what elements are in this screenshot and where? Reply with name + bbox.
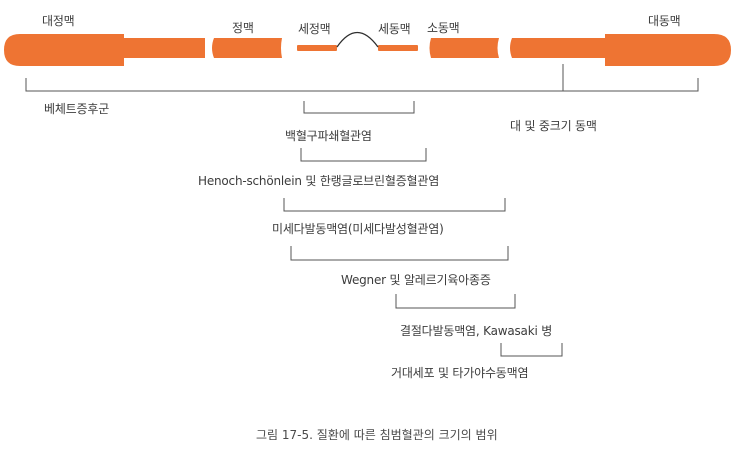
bracket-pan-kawasaki xyxy=(395,294,516,309)
label-vein: 정맥 xyxy=(232,21,254,35)
bracket-wegener xyxy=(290,246,509,261)
label-small-artery: 소동맥 xyxy=(427,21,460,35)
label-aorta: 대동맥 xyxy=(648,14,681,28)
label-leukocytoclastic: 백혈구파쇄혈관염 xyxy=(285,129,372,143)
vessel-segment-venule xyxy=(297,45,337,51)
bracket-leukocytoclastic xyxy=(303,101,415,114)
label-large-medium-artery: 대 및 중크기 동맥 xyxy=(510,119,597,133)
vessel-segment-vena-cava xyxy=(4,34,205,66)
vessel-segment-arteriole xyxy=(378,45,418,51)
label-venule: 세정맥 xyxy=(298,22,331,36)
capillary-arc xyxy=(336,31,379,48)
vessel-segment-aorta xyxy=(510,34,731,66)
label-henoch: Henoch-schönlein 및 한랭글로브린혈증혈관염 xyxy=(198,174,440,188)
vessel-bar xyxy=(4,34,731,66)
label-large-vein: 대정맥 xyxy=(42,14,75,28)
label-giant-cell: 거대세포 및 타가야수동맥염 xyxy=(391,366,529,380)
vessel-segment-vein xyxy=(212,38,282,58)
bracket-henoch xyxy=(300,148,427,162)
label-behcet: 베체트증후군 xyxy=(44,102,110,116)
label-arteriole: 세동맥 xyxy=(378,22,411,36)
label-pan-kawasaki: 결절다발동맥염, Kawasaki 병 xyxy=(400,324,553,338)
bracket-microscopic xyxy=(283,198,506,212)
bracket-giant-cell xyxy=(500,343,563,357)
vessel-segment-small-artery xyxy=(429,38,499,58)
label-microscopic: 미세다발동맥염(미세다발성혈관염) xyxy=(272,222,444,236)
range-brackets xyxy=(25,64,699,357)
label-wegener: Wegner 및 알레르기육아종증 xyxy=(341,273,491,287)
bracket-behcet xyxy=(25,78,699,92)
figure-caption: 그림 17-5. 질환에 따른 침범혈관의 크기의 범위 xyxy=(256,428,498,442)
